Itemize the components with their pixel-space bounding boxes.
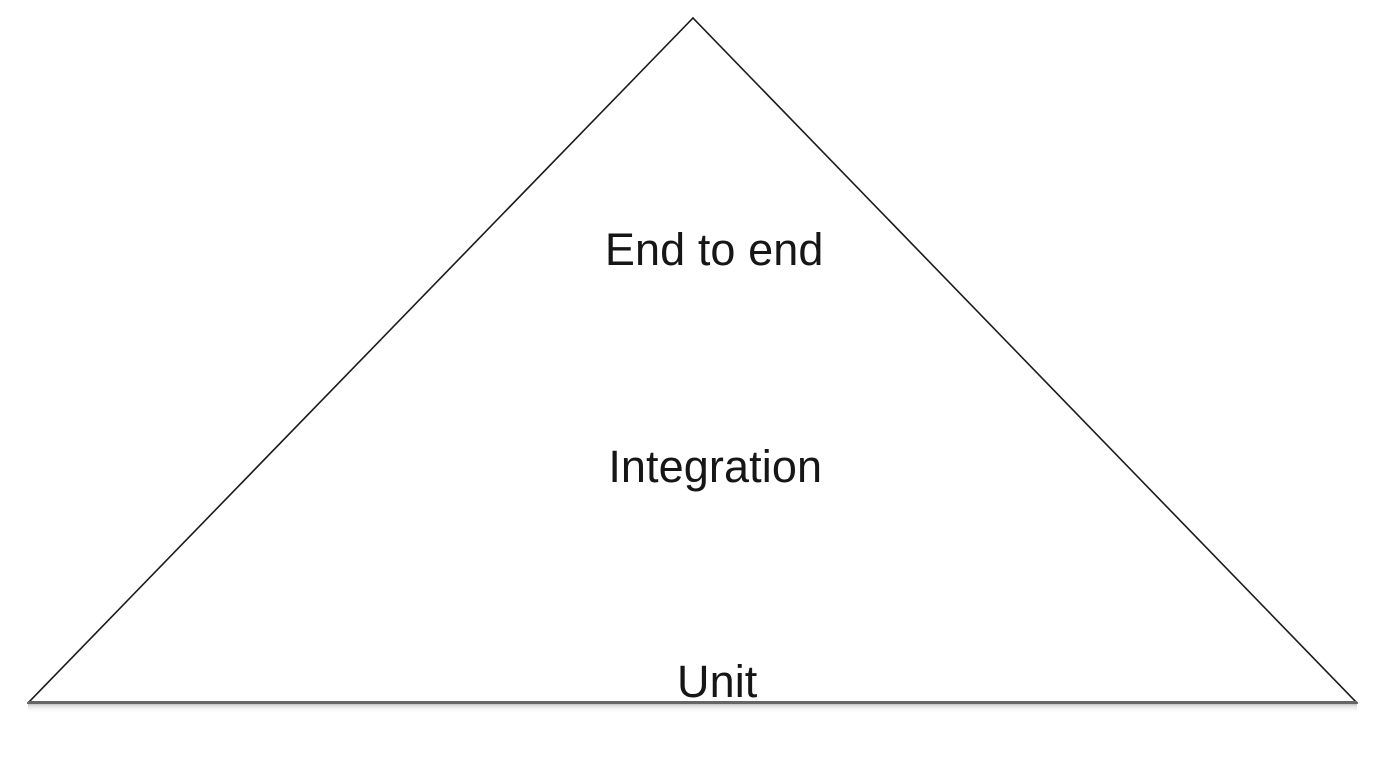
triangle-fill (28, 18, 1357, 703)
base-shadow (28, 704, 1357, 714)
pyramid-diagram-canvas: End to end Integration Unit (26, 16, 1359, 714)
test-pyramid-shape (26, 16, 1359, 714)
triangle-left-edge (26, 16, 695, 705)
triangle-right-edge (691, 16, 1359, 705)
